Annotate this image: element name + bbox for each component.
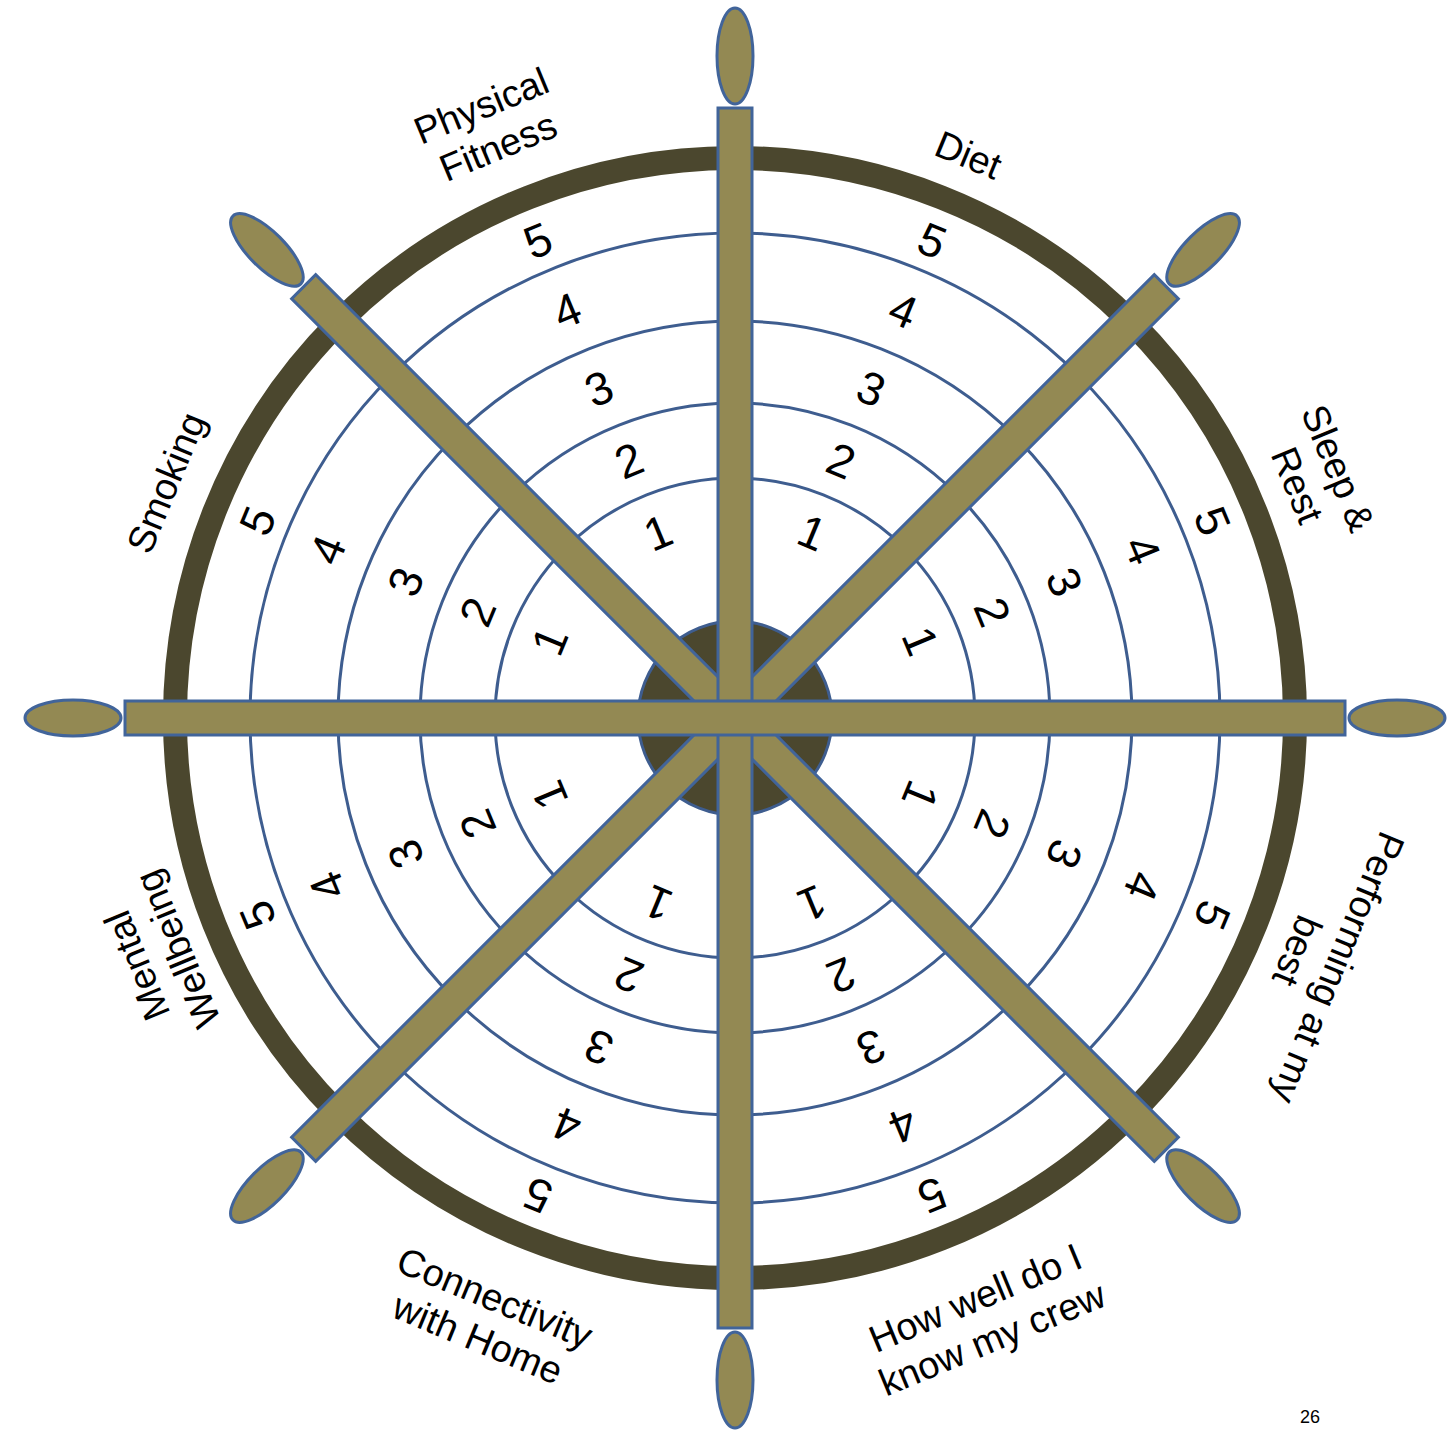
sector-label: Performing at my best	[1219, 804, 1415, 1115]
scale-number: 1	[790, 504, 834, 563]
scale-number: 2	[449, 802, 508, 846]
sector-label: Sleep & Rest	[1242, 377, 1392, 577]
scale-number: 5	[229, 894, 288, 938]
sector-label: Physical Fitness	[376, 46, 603, 207]
scale-number: 2	[819, 945, 863, 1004]
page-number: 26	[1300, 1407, 1320, 1428]
spoke-handle	[220, 1139, 313, 1232]
scale-number: 1	[790, 873, 834, 932]
scale-number: 4	[545, 282, 589, 341]
scale-number: 1	[521, 773, 580, 817]
scale-number: 4	[881, 1095, 925, 1154]
scale-number: 2	[607, 945, 651, 1004]
scale-number: 3	[1035, 560, 1094, 604]
scale-number: 3	[1035, 832, 1094, 876]
scale-number: 5	[229, 499, 288, 543]
scale-number: 1	[637, 504, 681, 563]
sector-label: Connectivity with Home	[345, 1226, 628, 1410]
spoke-bar	[125, 701, 1345, 735]
scale-number: 1	[637, 873, 681, 932]
wheel-spoke	[25, 700, 1445, 736]
scale-number: 5	[1182, 499, 1241, 543]
scale-number: 2	[449, 590, 508, 634]
scale-number: 5	[911, 1165, 955, 1224]
sector-label: Diet	[928, 123, 1007, 189]
scale-number: 4	[1112, 864, 1171, 908]
scale-number: 1	[890, 620, 949, 664]
spoke-handle	[220, 203, 313, 296]
scale-number: 1	[521, 620, 580, 664]
scale-number: 5	[516, 212, 560, 271]
sector-label: How well do I know my crew	[824, 1219, 1144, 1418]
spoke-handle	[717, 8, 753, 104]
spoke-handle	[1349, 700, 1445, 736]
scale-number: 4	[881, 282, 925, 341]
scale-number: 1	[890, 773, 949, 817]
scale-number: 5	[911, 212, 955, 271]
sector-label: Smoking	[118, 406, 215, 559]
scale-number: 4	[545, 1095, 589, 1154]
scale-number: 3	[377, 560, 436, 604]
scale-number: 4	[1112, 528, 1171, 572]
scale-number: 5	[1182, 894, 1241, 938]
scale-number: 4	[299, 864, 358, 908]
spoke-handle	[717, 1332, 753, 1428]
scale-number: 3	[577, 360, 621, 419]
scale-number: 2	[962, 590, 1021, 634]
scale-number: 2	[819, 432, 863, 491]
scale-number: 4	[299, 528, 358, 572]
scale-number: 3	[577, 1018, 621, 1077]
scale-number: 3	[849, 1018, 893, 1077]
scale-number: 5	[516, 1165, 560, 1224]
scale-number: 2	[962, 802, 1021, 846]
sector-label: Mental Wellbeing	[77, 843, 238, 1070]
spoke-handle	[25, 700, 121, 736]
scale-number: 3	[849, 360, 893, 419]
scale-number: 2	[607, 432, 651, 491]
spoke-handle	[1156, 1139, 1249, 1232]
scale-number: 3	[377, 832, 436, 876]
spoke-handle	[1156, 203, 1249, 296]
